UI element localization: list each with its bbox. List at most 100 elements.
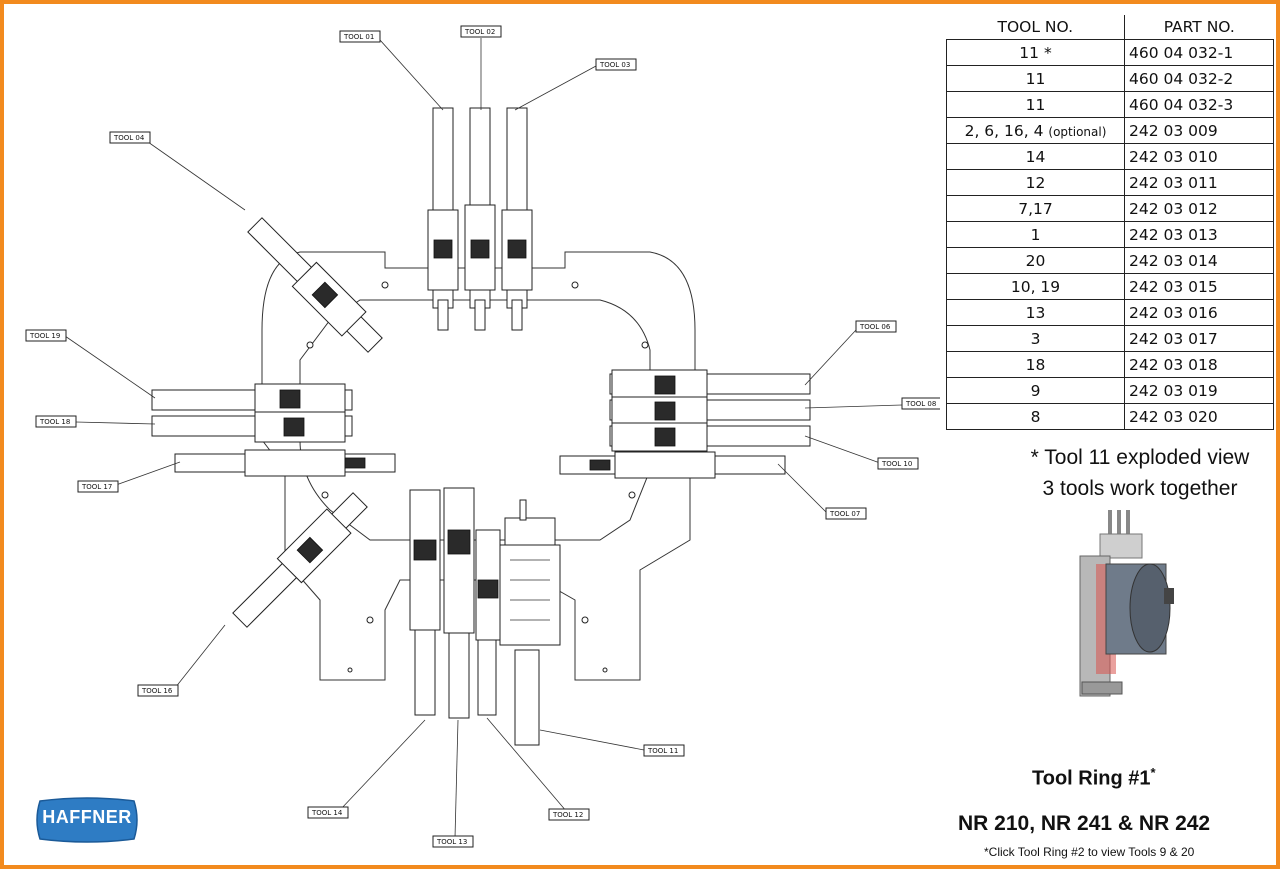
part-no-cell: 242 03 015 <box>1124 273 1274 300</box>
tool-no-cell: 13 <box>946 299 1125 326</box>
tool-18-assembly <box>151 411 353 443</box>
logo-badge-shape <box>36 797 138 843</box>
part-no-cell: 242 03 009 <box>1124 117 1274 144</box>
tool-label-04: TOOL 04 <box>109 131 151 144</box>
tool-label-19: TOOL 19 <box>25 329 67 342</box>
tool-label-14: TOOL 14 <box>307 806 349 819</box>
svg-text:TOOL 03: TOOL 03 <box>599 61 630 69</box>
tool-no-cell: 20 <box>946 247 1125 274</box>
tool-01-assembly <box>427 107 459 331</box>
table-row: 20 242 03 014 <box>946 247 1274 274</box>
tool-no-cell: 9 <box>946 377 1125 404</box>
tool-07-assembly <box>559 451 786 479</box>
part-no-cell: 242 03 014 <box>1124 247 1274 274</box>
tool-13-assembly <box>443 487 475 719</box>
title-main: Tool Ring #1 <box>1032 767 1151 790</box>
svg-text:TOOL 13: TOOL 13 <box>436 838 467 846</box>
part-no-cell: 242 03 019 <box>1124 377 1274 404</box>
svg-text:TOOL 02: TOOL 02 <box>464 28 495 36</box>
tool-label-18: TOOL 18 <box>35 415 77 428</box>
tool-no-text: 3 <box>1030 329 1041 348</box>
tool-19-assembly <box>151 383 353 417</box>
tool-no-text: 7,17 <box>1018 199 1053 218</box>
table-row: 1 242 03 013 <box>946 221 1274 248</box>
part-no-cell: 242 03 012 <box>1124 195 1274 222</box>
tool-ring-title: Tool Ring #1* <box>1032 765 1156 791</box>
svg-text:TOOL 08: TOOL 08 <box>905 400 936 408</box>
tool-no-cell: 18 <box>946 351 1125 378</box>
tool-no-cell: 11 <box>946 91 1125 118</box>
tool-10-assembly <box>609 422 811 452</box>
table-row: 11 * 460 04 032-1 <box>946 39 1274 66</box>
part-no-cell: 242 03 020 <box>1124 403 1274 430</box>
tool-label-01: TOOL 01 <box>339 30 381 43</box>
svg-text:TOOL 04: TOOL 04 <box>113 134 145 142</box>
tool-04-assembly <box>247 217 383 353</box>
tool-no-text: 13 <box>1025 303 1046 322</box>
tool-label-10: TOOL 10 <box>877 457 919 470</box>
table-row: 7,17 242 03 012 <box>946 195 1274 222</box>
tool-02-assembly <box>464 107 496 331</box>
table-row: 11 460 04 032-3 <box>946 91 1274 118</box>
table-row: 8 242 03 020 <box>946 403 1274 430</box>
tool-no-text: 8 <box>1030 407 1041 426</box>
tool-no-text: 18 <box>1025 355 1046 374</box>
tool-no-cell: 2, 6, 16, 4 (optional) <box>946 117 1125 144</box>
base-plate <box>261 251 696 681</box>
tool-label-13: TOOL 13 <box>432 835 474 848</box>
part-no-cell: 460 04 032-3 <box>1124 91 1274 118</box>
svg-text:TOOL 17: TOOL 17 <box>81 483 112 491</box>
part-no-header: PART NO. <box>1124 15 1274 40</box>
tool-label-07: TOOL 07 <box>825 507 867 520</box>
tool-06-assembly <box>609 369 811 401</box>
tool-no-text: 9 <box>1030 381 1041 400</box>
tool-no-text: 11 * <box>1019 43 1052 62</box>
tool-no-cell: 10, 19 <box>946 273 1125 300</box>
tool-no-cell: 8 <box>946 403 1125 430</box>
tool-no-cell: 11 * <box>946 39 1125 66</box>
tool-no-cell: 11 <box>946 65 1125 92</box>
svg-text:TOOL 06: TOOL 06 <box>859 323 891 331</box>
tool-label-02: TOOL 02 <box>460 25 502 38</box>
part-no-cell: 242 03 013 <box>1124 221 1274 248</box>
tool-08-assembly <box>609 396 811 426</box>
tool-no-text: 20 <box>1025 251 1046 270</box>
table-row: 18 242 03 018 <box>946 351 1274 378</box>
svg-text:TOOL 11: TOOL 11 <box>647 747 678 755</box>
tool-no-text: 10, 19 <box>1010 277 1061 296</box>
part-no-cell: 242 03 016 <box>1124 299 1274 326</box>
part-no-cell: 242 03 018 <box>1124 351 1274 378</box>
tool-11-exploded-image <box>1079 510 1174 697</box>
tool-no-text: 12 <box>1025 173 1046 192</box>
table-row: 10, 19 242 03 015 <box>946 273 1274 300</box>
tool-ring-2-link[interactable]: *Click Tool Ring #2 to view Tools 9 & 20 <box>984 845 1195 859</box>
tool-label-17: TOOL 17 <box>77 480 119 493</box>
tool-no-suffix: (optional) <box>1048 124 1107 139</box>
tool-no-cell: 1 <box>946 221 1125 248</box>
tool-label-06: TOOL 06 <box>855 320 897 333</box>
svg-text:TOOL 10: TOOL 10 <box>881 460 912 468</box>
tool-no-text: 2, 6, 16, 4 <box>964 121 1044 140</box>
part-no-cell: 460 04 032-1 <box>1124 39 1274 66</box>
table-row: 13 242 03 016 <box>946 299 1274 326</box>
tool-17-assembly <box>174 449 396 477</box>
model-numbers: NR 210, NR 241 & NR 242 <box>958 812 1211 835</box>
table-row: 14 242 03 010 <box>946 143 1274 170</box>
note-line-2: 3 tools work together <box>1042 477 1238 500</box>
tool-no-cell: 12 <box>946 169 1125 196</box>
tool-no-header: TOOL NO. <box>946 15 1125 40</box>
part-no-cell: 242 03 010 <box>1124 143 1274 170</box>
tool-no-cell: 3 <box>946 325 1125 352</box>
leader-lines <box>64 38 903 839</box>
tool-no-text: 14 <box>1025 147 1046 166</box>
tool-label-08: TOOL 08 <box>901 397 940 410</box>
svg-text:TOOL 12: TOOL 12 <box>552 811 583 819</box>
tool-no-text: 1 <box>1030 225 1041 244</box>
svg-text:TOOL 01: TOOL 01 <box>343 33 374 41</box>
svg-text:TOOL 14: TOOL 14 <box>311 809 343 817</box>
svg-text:TOOL 19: TOOL 19 <box>29 332 60 340</box>
tool-no-text: 11 <box>1025 95 1046 114</box>
tool-14-assembly <box>409 489 441 716</box>
